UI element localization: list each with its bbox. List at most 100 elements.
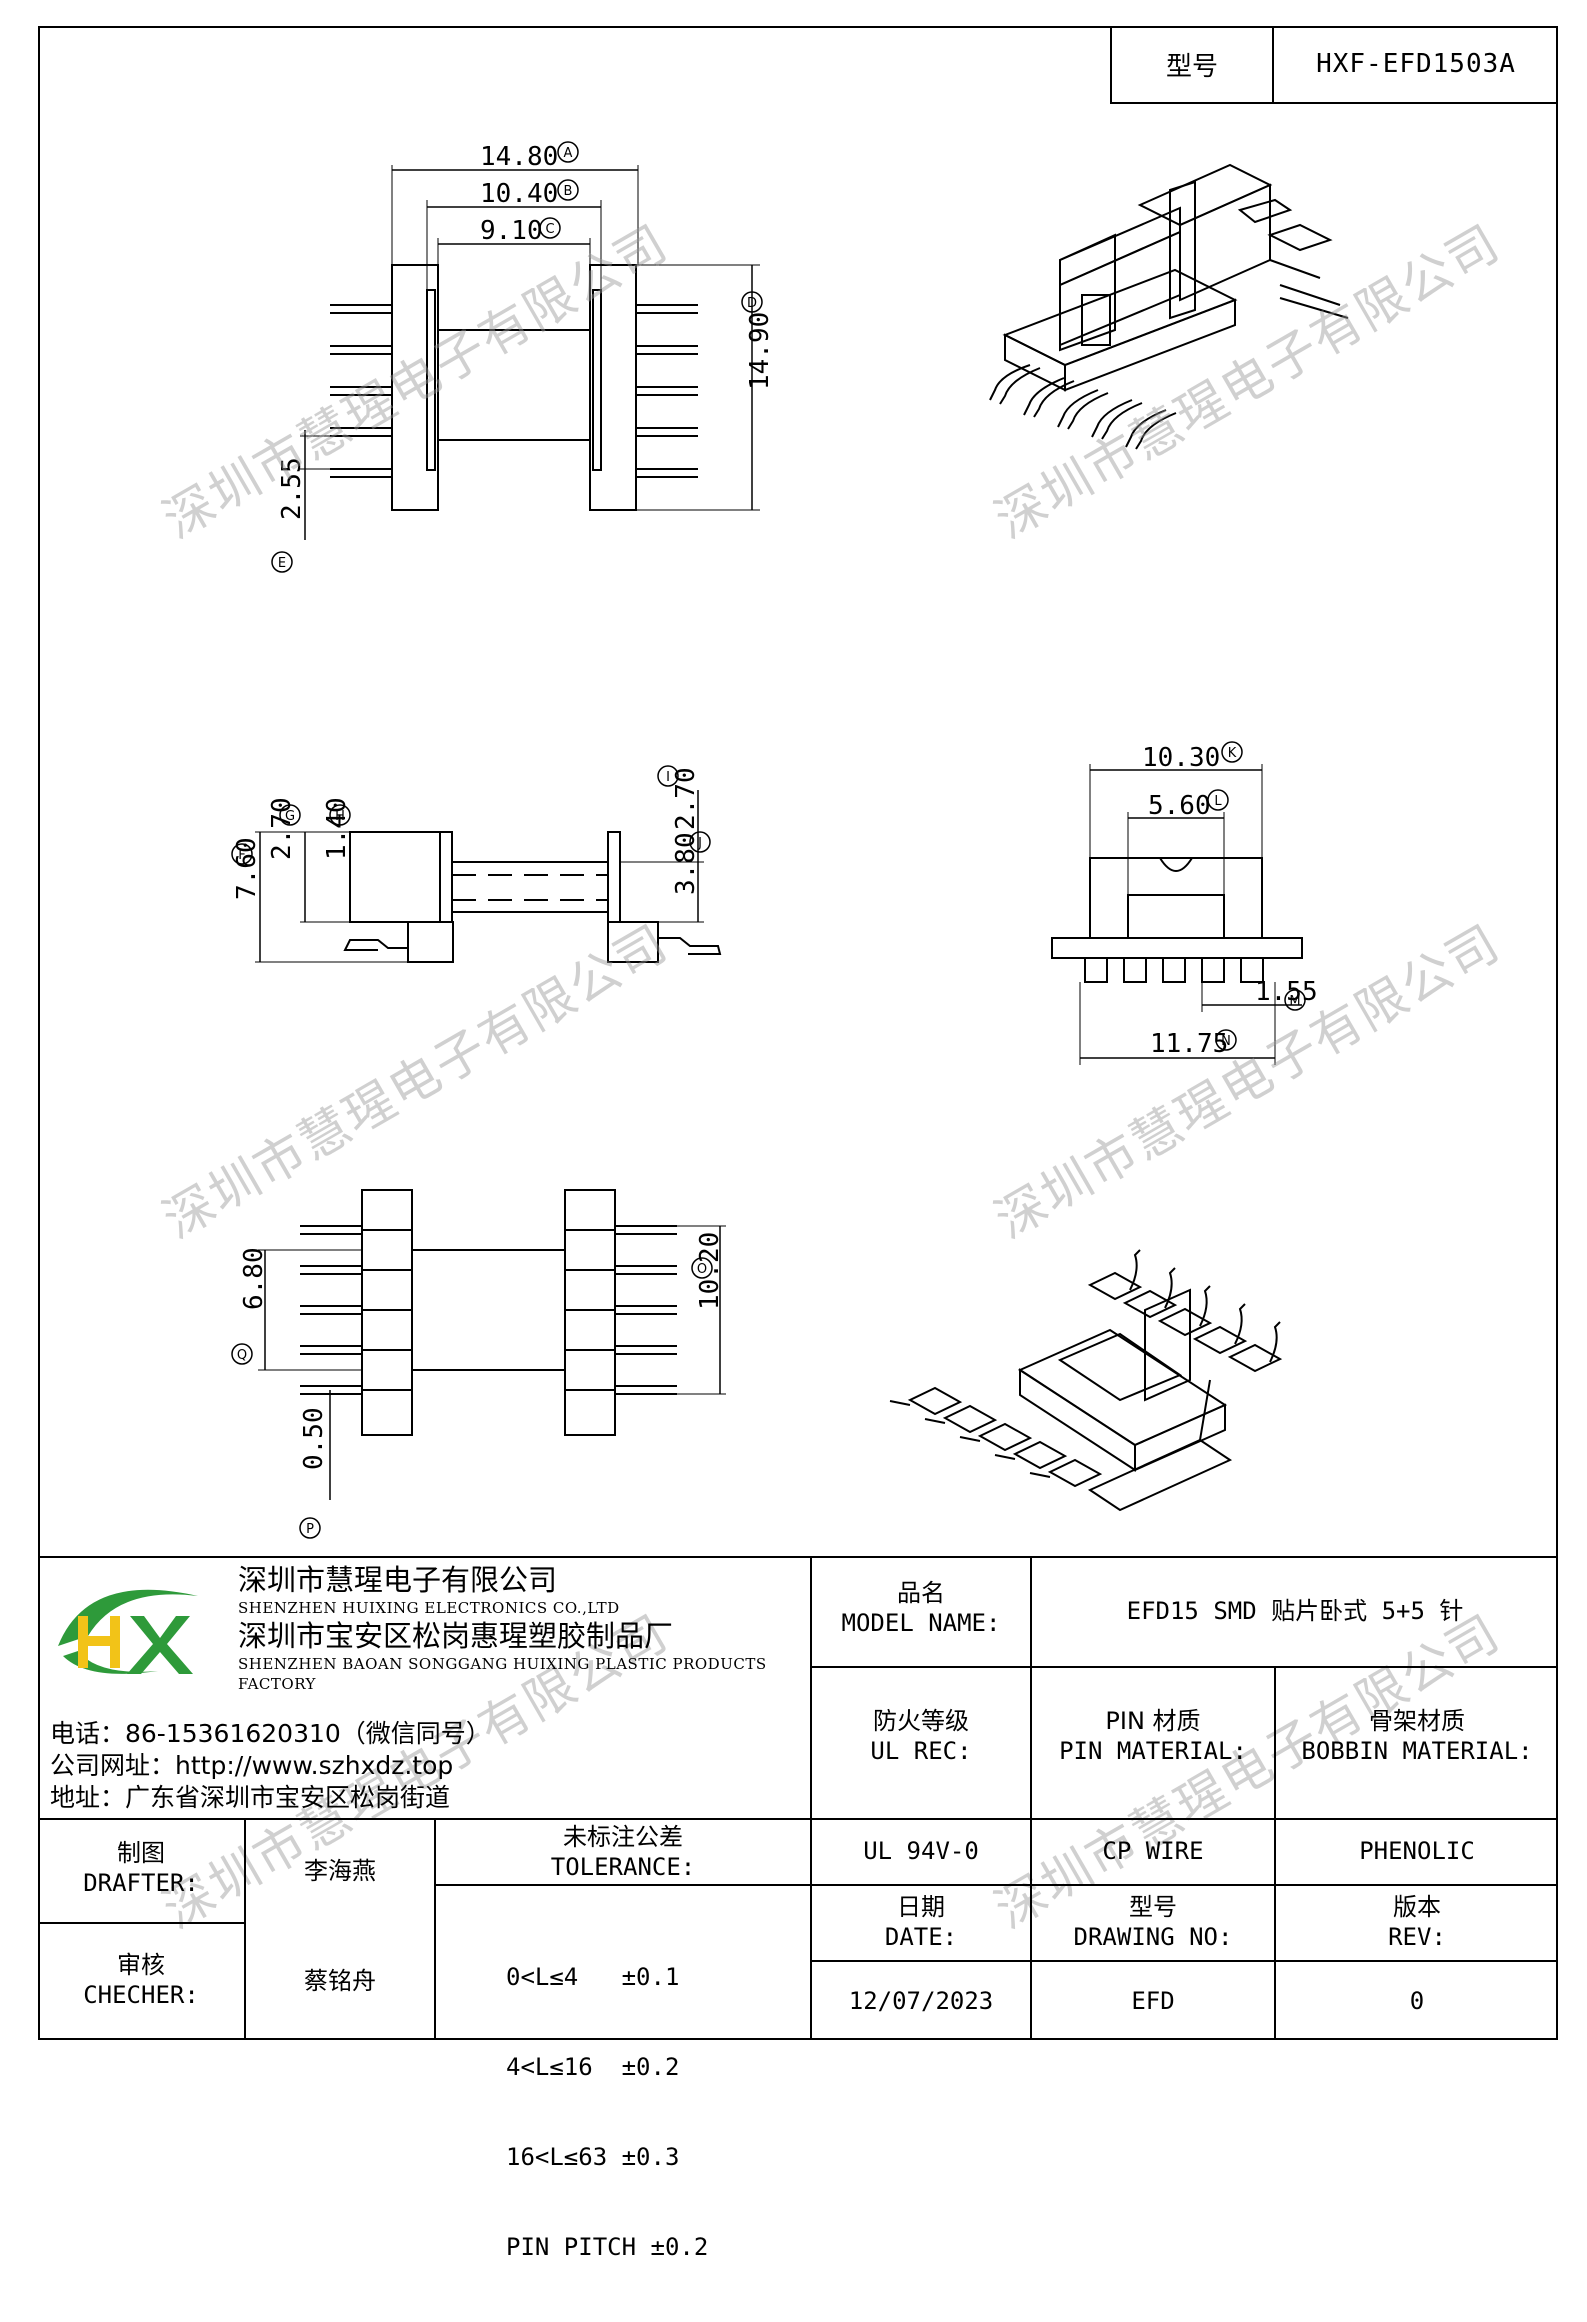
dimension-letter-b: B: [564, 184, 573, 199]
iso-view-top: [989, 163, 1349, 450]
dimension-marker-l: [1207, 789, 1229, 811]
bobbin-material-label: 骨架材质 BOBBIN MATERIAL:: [1301, 1707, 1533, 1765]
dimension-marker-p: [299, 1517, 321, 1539]
rev-value: 0: [1409, 1987, 1425, 2015]
iso-pins-upper: [1129, 1249, 1281, 1363]
dimension-value-q: 6.80: [239, 1247, 269, 1310]
company-logo: [58, 1589, 198, 1674]
model-label: 型号: [1112, 26, 1274, 102]
ul-value: UL 94V-0: [863, 1837, 979, 1865]
dimension-value-b: 10.40: [480, 179, 558, 209]
dimension-value-h: 1.40: [322, 797, 352, 860]
drawing-no-value: EFD: [1131, 1987, 1175, 2015]
tolerance-label: 未标注公差 TOLERANCE:: [550, 1823, 696, 1881]
dimension-value-f: 7.60: [232, 837, 262, 900]
factory-name-en: SHENZHEN BAOAN SONGGANG HUIXING PLASTIC …: [238, 1655, 767, 1693]
dimension-marker-i: [657, 765, 679, 787]
dimension-marker-a: [557, 141, 579, 163]
dimension-marker-j: [689, 831, 711, 853]
dimension-value-l: 5.60: [1148, 791, 1211, 821]
dimension-marker-q: [231, 1343, 253, 1365]
technical-drawings: 14.80A10.40B9.10C14.90D2.55E7.60F2.70G1.…: [231, 141, 1349, 1539]
drafter-value: 李海燕: [304, 1857, 376, 1885]
drawing-no-label: 型号 DRAWING NO:: [1073, 1893, 1233, 1951]
top-view-pins-right: [636, 304, 698, 478]
dimension-letter-j: J: [697, 836, 702, 851]
dimension-value-o: 10.20: [695, 1232, 725, 1310]
dimension-letter-l: L: [1214, 794, 1222, 809]
drawing-frame: [38, 26, 1558, 2040]
dimension-marker-c: [539, 217, 561, 239]
dimension-marker-g: [279, 804, 301, 826]
dimension-marker-k: [1221, 741, 1243, 763]
dimension-value-e: 2.55: [277, 457, 307, 520]
dimension-value-d: 14.90: [745, 312, 775, 390]
dimension-marker-n: [1215, 1029, 1237, 1051]
website: 公司网址：http://www.szhxdz.top: [50, 1751, 454, 1780]
dimension-letter-f: F: [238, 848, 245, 863]
dimension-letter-h: H: [335, 809, 345, 824]
dimension-value-c: 9.10: [480, 216, 543, 246]
factory-name: 深圳市宝安区松岗惠瑆塑胶制品厂: [238, 1619, 674, 1653]
ul-label: 防火等级 UL REC:: [870, 1707, 972, 1765]
dimension-value-j: 3.80: [671, 832, 701, 895]
dimension-value-m: 1.55: [1255, 977, 1318, 1007]
dimension-value-p: 0.50: [299, 1407, 329, 1470]
iso-view-bottom: [889, 1249, 1283, 1512]
dimension-marker-e: [271, 551, 293, 573]
dimension-value-k: 10.30: [1142, 743, 1220, 773]
dimension-value-g: 2.70: [267, 797, 297, 860]
dimension-letter-k: K: [1228, 746, 1237, 761]
dimension-value-i: 2.70: [671, 767, 701, 830]
company-name-en: SHENZHEN HUIXING ELECTRONICS CO.,LTD: [238, 1599, 620, 1617]
iso-pins-front: [989, 364, 1177, 450]
front-view-pin-slots: [1084, 957, 1264, 983]
iso-segments-left: [907, 1386, 1103, 1488]
dimension-letter-o: O: [697, 1262, 707, 1277]
rev-label: 版本 REV:: [1388, 1893, 1446, 1951]
dimension-value-n: 11.75: [1150, 1029, 1228, 1059]
model-name-label: 品名 MODEL NAME:: [841, 1579, 1001, 1637]
top-view: [300, 165, 760, 540]
model-value: HXF-EFD1503A: [1316, 49, 1516, 79]
iso-segments-right: [1087, 1271, 1283, 1373]
contact-info: 电话：86-15361620310（微信同号） 公司网址：http://www.…: [50, 1718, 491, 1814]
dimension-marker-d: [741, 291, 763, 313]
bottom-view-pins: [300, 1225, 677, 1395]
dimension-letter-g: G: [285, 809, 295, 824]
pin-material-label: PIN 材质 PIN MATERIAL:: [1059, 1707, 1247, 1765]
front-view: [1051, 764, 1303, 1065]
dimension-marker-o: [691, 1257, 713, 1279]
top-view-pins-left: [330, 304, 392, 478]
checker-label: 审核 CHECHER:: [83, 1951, 199, 2009]
address: 地址：广东省深圳市宝安区松岗街道: [50, 1783, 451, 1812]
dimension-marker-f: [231, 843, 253, 865]
model-name-value: EFD15 SMD 贴片卧式 5+5 针: [1126, 1597, 1464, 1625]
dimension-value-a: 14.80: [480, 142, 558, 172]
date-label: 日期 DATE:: [884, 1893, 958, 1951]
drafter-label: 制图 DRAFTER:: [83, 1839, 199, 1897]
bottom-view: [258, 1189, 726, 1500]
tolerance-list: 0<L≤4 ±0.1 4<L≤16 ±0.2 16<L≤63 ±0.3 PIN …: [506, 1963, 709, 2261]
phone: 电话：86-15361620310（微信同号）: [50, 1719, 491, 1748]
dimension-letter-m: M: [1289, 994, 1300, 1009]
dimension-letter-e: E: [278, 556, 286, 571]
dimension-letter-n: N: [1221, 1034, 1231, 1049]
dimension-marker-m: [1284, 989, 1306, 1011]
date-value: 12/07/2023: [848, 1987, 994, 2015]
dimension-marker-h: [329, 804, 351, 826]
dimension-letter-d: D: [747, 296, 757, 311]
iso-pins-lower: [889, 1400, 1051, 1478]
model-header: 型号 HXF-EFD1503A: [1110, 26, 1558, 104]
title-block: 深圳市慧瑆电子有限公司 SHENZHEN HUIXING ELECTRONICS…: [38, 1556, 1558, 2261]
dimension-marker-b: [557, 179, 579, 201]
checker-value: 蔡铭舟: [304, 1967, 376, 1995]
pin-material-value: CP WIRE: [1102, 1837, 1204, 1865]
dimension-letter-a: A: [564, 146, 573, 161]
company-name: 深圳市慧瑆电子有限公司: [238, 1563, 558, 1597]
dimension-letter-q: Q: [237, 1348, 247, 1363]
bobbin-material-value: PHENOLIC: [1359, 1837, 1475, 1865]
dimension-letter-c: C: [545, 222, 554, 237]
dimension-letter-i: I: [666, 770, 670, 785]
